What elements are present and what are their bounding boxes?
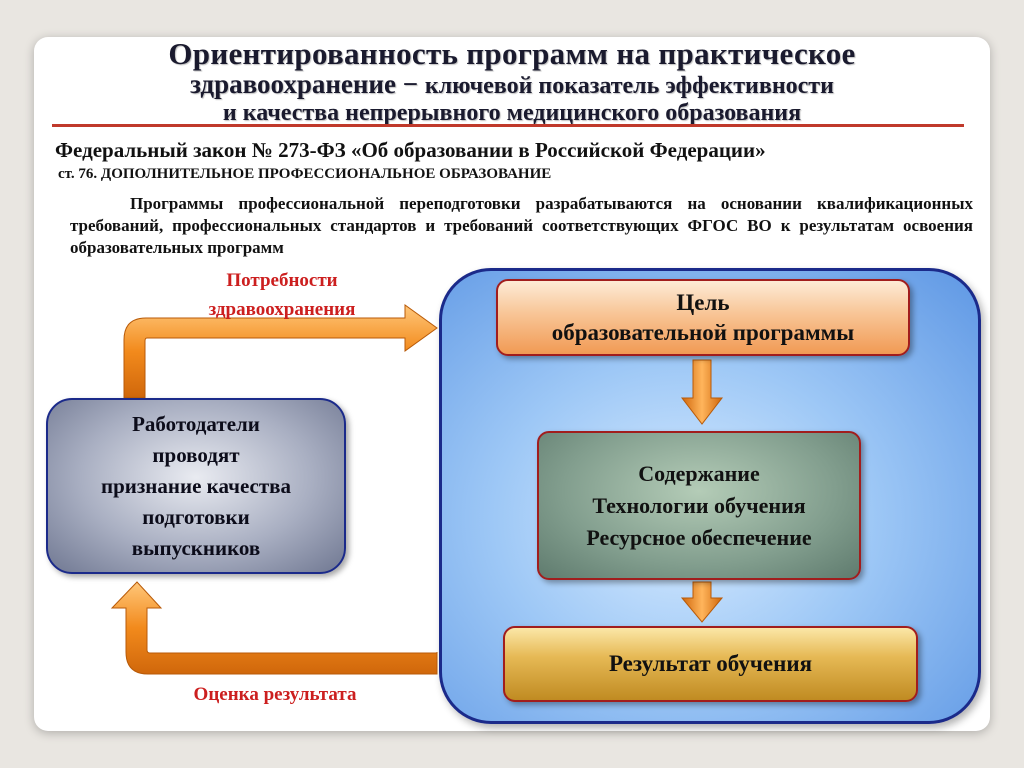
employers-line-3: признание качества [100, 473, 292, 498]
employers-line-2: проводят [152, 442, 240, 467]
title-line-2-main: здравоохранение − [190, 69, 419, 99]
title-line-2-sub: ключевой показатель эффективности [424, 73, 834, 99]
employers-box: Работодатели проводят признание качества… [46, 398, 346, 574]
employers-line-4: подготовки [142, 504, 250, 529]
title-line-3: и качества непрерывного медицинского обр… [222, 100, 802, 126]
content-line-2: Технологии обучения [592, 492, 806, 518]
law-heading: Федеральный закон № 273-ФЗ «Об образован… [55, 138, 766, 162]
article-heading: ст. 76. ДОПОЛНИТЕЛЬНОЕ ПРОФЕССИОНАЛЬНОЕ … [58, 166, 552, 182]
needs-label-line-1: Потребности [226, 270, 338, 291]
content-line-1: Содержание [638, 460, 760, 486]
needs-label-line-2: здравоохранения [208, 299, 356, 320]
goal-box: Цель образовательной программы [496, 279, 910, 356]
law-paragraph: Программы профессиональной переподготовк… [70, 194, 973, 257]
goal-line-2: образовательной программы [551, 319, 855, 345]
title-line-1: Ориентированность программ на практическ… [168, 36, 856, 71]
goal-line-1: Цель [676, 289, 730, 315]
title-divider [52, 124, 964, 127]
result-box: Результат обучения [503, 626, 918, 702]
evaluation-label: Оценка результата [193, 684, 357, 705]
employers-line-5: выпускников [131, 535, 261, 560]
employers-line-1: Работодатели [132, 411, 260, 436]
title-line-2: здравоохранение − ключевой показатель эф… [40, 70, 984, 100]
needs-label: Потребности здравоохранения [176, 266, 388, 324]
content-line-3: Ресурсное обеспечение [586, 524, 812, 550]
content-box: Содержание Технологии обучения Ресурсное… [537, 431, 861, 580]
slide-title: Ориентированность программ на практическ… [40, 38, 984, 127]
